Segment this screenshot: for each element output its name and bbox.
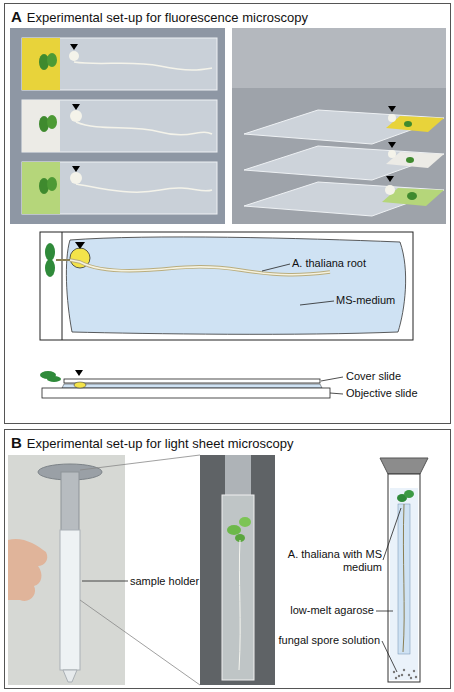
part-label: Objective slide	[346, 387, 436, 400]
part-label: A. thaliana with MS medium	[282, 548, 382, 574]
panel-letter: B	[11, 434, 22, 451]
slide-photo	[10, 28, 225, 224]
panel-heading: A Experimental set-up for fluorescence mi…	[11, 8, 308, 26]
panel-letter: A	[11, 8, 22, 25]
panel-title: Experimental set-up for light sheet micr…	[27, 436, 294, 451]
part-label: fungal spore solution	[268, 634, 380, 647]
panel-box: B Experimental set-up for light sheet mic…	[4, 429, 451, 689]
side-view-schematic	[40, 370, 343, 398]
tube-schematic	[376, 458, 428, 682]
slide-photo-angled	[232, 28, 446, 224]
part-label: Cover slide	[346, 370, 426, 383]
holder-closeup	[200, 455, 275, 685]
panel-title: Experimental set-up for fluorescence mic…	[27, 10, 308, 25]
top-view-schematic	[40, 232, 413, 340]
part-label: MS-medium	[336, 294, 406, 307]
part-label: A. thaliana root	[292, 257, 402, 270]
holder-photo	[8, 455, 200, 685]
part-label: sample holder	[130, 575, 200, 588]
part-label: low-melt agarose	[282, 604, 374, 617]
panel-heading: B Experimental set-up for light sheet mic…	[11, 434, 293, 452]
panel-box: A Experimental set-up for fluorescence mi…	[4, 3, 451, 424]
